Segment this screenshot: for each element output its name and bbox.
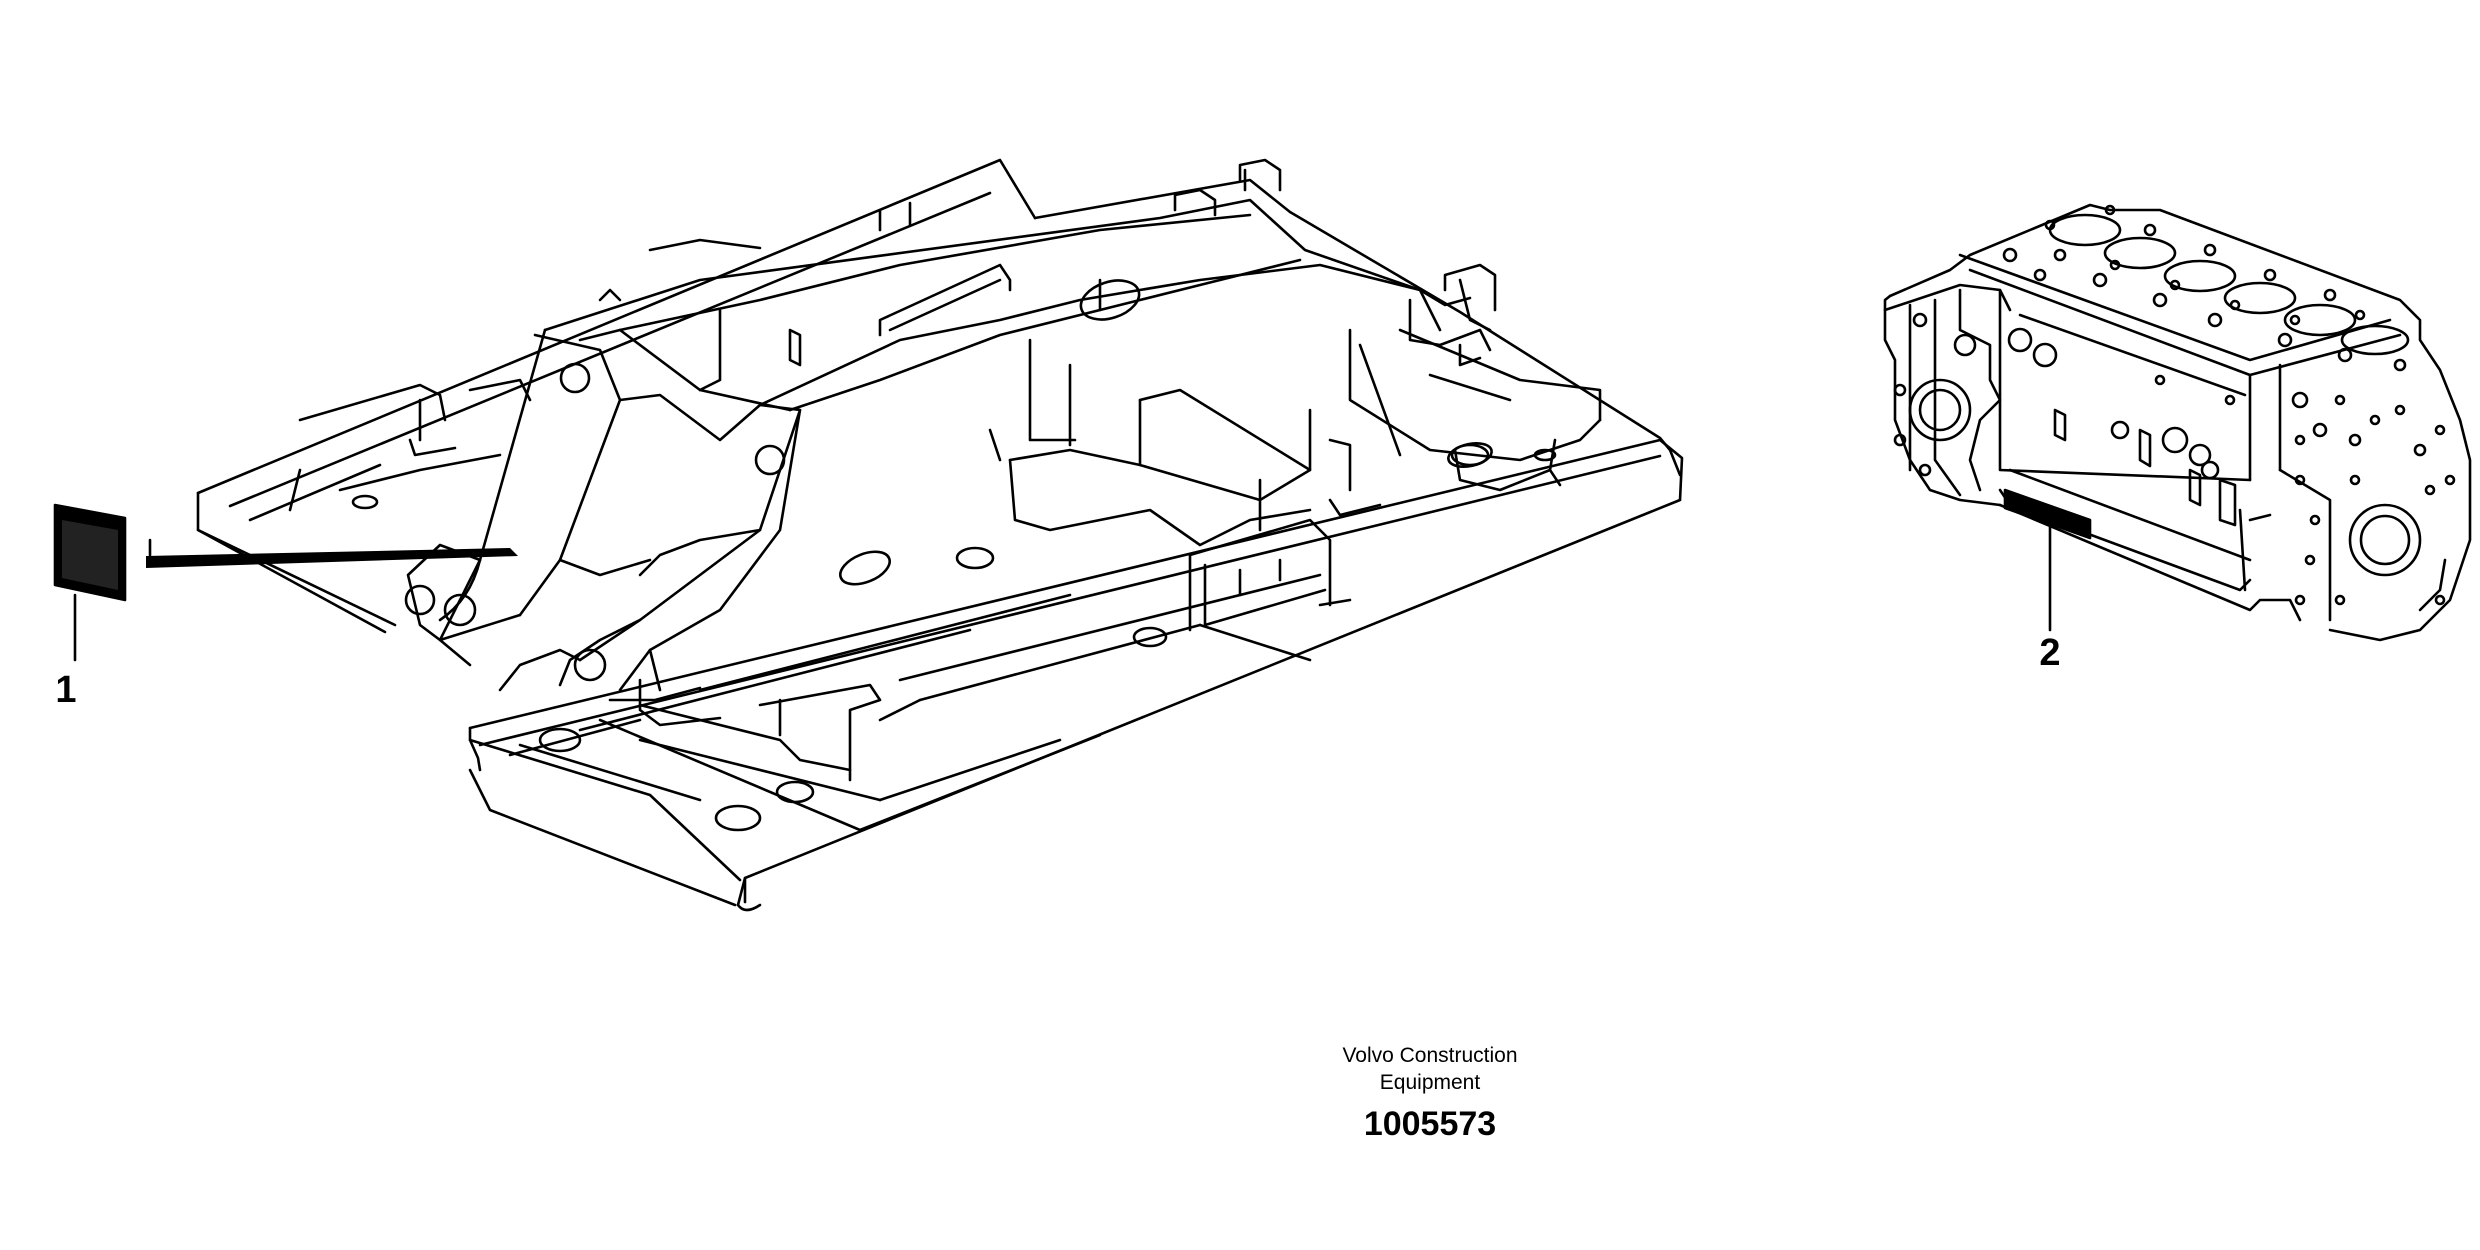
publisher-name-line-2: Equipment — [1379, 1071, 1481, 1094]
engine-block-drawing — [1883, 203, 2472, 642]
callout-1-leader — [73, 538, 518, 662]
drawing-number: 1005573 — [1363, 1105, 1497, 1143]
callout-2-label: 2 — [2039, 632, 2060, 674]
publisher-name-line-1: Volvo Construction — [1342, 1044, 1518, 1067]
decal-2-icon — [2003, 488, 2092, 540]
callout-1-label: 1 — [55, 669, 76, 711]
upper-frame-drawing — [196, 158, 1684, 912]
publisher-caption: Volvo Construction Equipment — [1130, 1042, 1730, 1096]
